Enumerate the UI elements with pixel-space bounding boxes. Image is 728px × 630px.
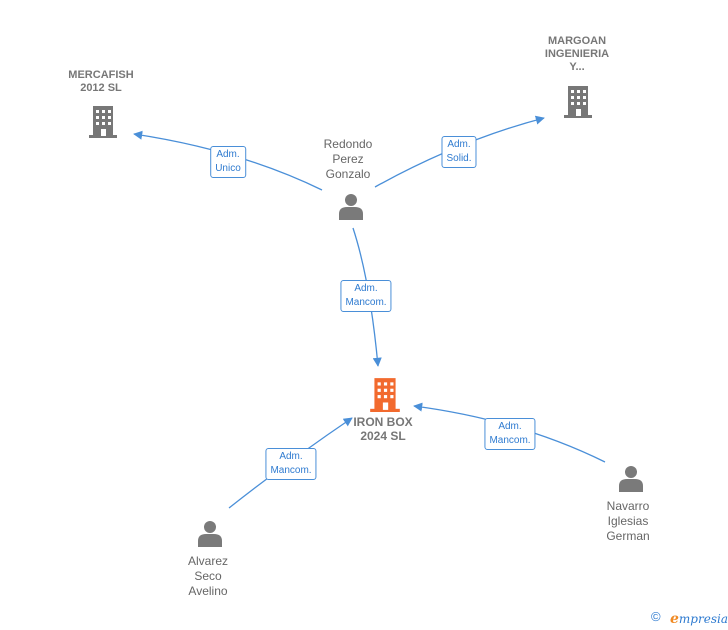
- company-name-ironbox[interactable]: IRON BOX 2024 SL: [353, 415, 413, 443]
- person-icon[interactable]: [617, 464, 645, 492]
- person-name-navarro[interactable]: Navarro Iglesias German: [606, 499, 650, 543]
- building-icon[interactable]: [562, 84, 594, 118]
- person-name-redondo[interactable]: Redondo Perez Gonzalo: [323, 137, 373, 181]
- edge-label-adm-unico: Adm. Unico: [210, 146, 246, 178]
- edge-label-adm-mancom-alvarez: Adm. Mancom.: [265, 448, 317, 480]
- building-focus-icon[interactable]: [368, 376, 402, 412]
- brand-logo[interactable]: empresia: [670, 611, 728, 627]
- edge-label-adm-solid: Adm. Solid.: [441, 136, 477, 168]
- company-name-margoan[interactable]: MARGOAN INGENIERIA Y...: [544, 35, 610, 73]
- building-icon[interactable]: [87, 104, 119, 138]
- company-name-mercafish[interactable]: MERCAFISH 2012 SL: [68, 69, 134, 94]
- edge-label-adm-mancom-redondo: Adm. Mancom.: [340, 280, 392, 312]
- person-icon[interactable]: [196, 519, 224, 547]
- copyright-symbol: ©: [651, 609, 661, 624]
- brand-logo-initial: e: [670, 611, 679, 627]
- person-name-alvarez[interactable]: Alvarez Seco Avelino: [187, 554, 229, 598]
- brand-logo-text: mpresia: [678, 612, 728, 626]
- person-icon[interactable]: [337, 192, 365, 220]
- edge-label-adm-mancom-navarro: Adm. Mancom.: [484, 418, 536, 450]
